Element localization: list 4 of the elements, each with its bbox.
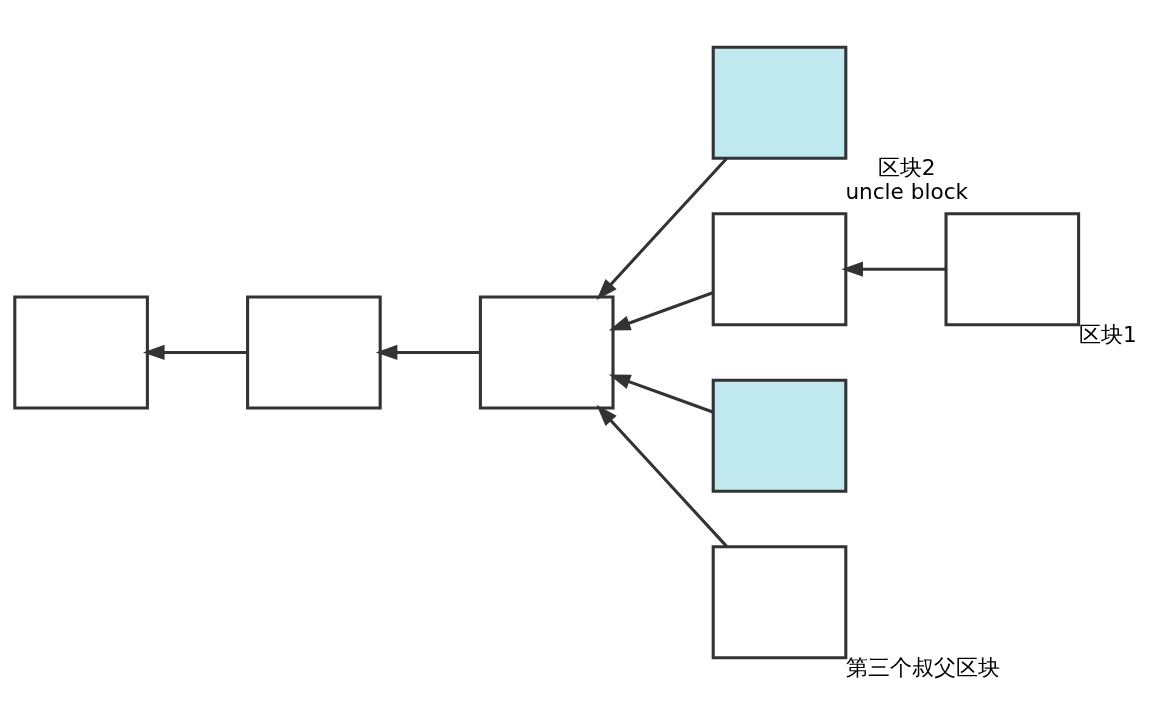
node-label: 第三个叔父区块 [845, 654, 1000, 680]
node-label: 区块2 [877, 155, 936, 181]
node-label: 区块1 [1079, 321, 1137, 347]
node-label: uncle block [845, 178, 969, 204]
